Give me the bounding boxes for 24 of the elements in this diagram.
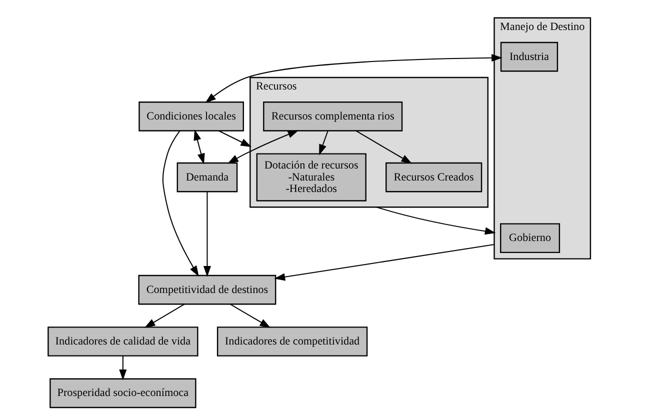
node-box: Indicadores de calidad de vida (48, 326, 198, 356)
node-box: Indicadores de competitividad (216, 326, 368, 356)
arrow (194, 130, 205, 164)
arrow (319, 130, 328, 156)
node-box: Gobierno (500, 223, 560, 254)
node-box: Condiciones locales (138, 102, 244, 132)
arrow (162, 130, 199, 277)
arrow (356, 130, 412, 164)
node-box: Recursos complementa rios (263, 102, 403, 132)
arrow (205, 54, 502, 103)
arrow (230, 304, 271, 328)
node-box: Prosperidad socio-econímoca (50, 378, 196, 408)
arrow (228, 130, 299, 164)
arrow (203, 192, 211, 277)
arrow (376, 206, 496, 235)
arrow (218, 130, 252, 147)
arrow (274, 244, 494, 281)
arrow (119, 356, 127, 380)
node-box: Dotación de recursos -Naturales -Heredados (256, 153, 366, 202)
node-box: Demanda (176, 162, 238, 192)
node-box: Industria (500, 42, 558, 72)
node-box: Competitividad de destinos (138, 274, 276, 305)
arrow (144, 304, 185, 328)
node-box: Recursos Creados (386, 162, 482, 192)
